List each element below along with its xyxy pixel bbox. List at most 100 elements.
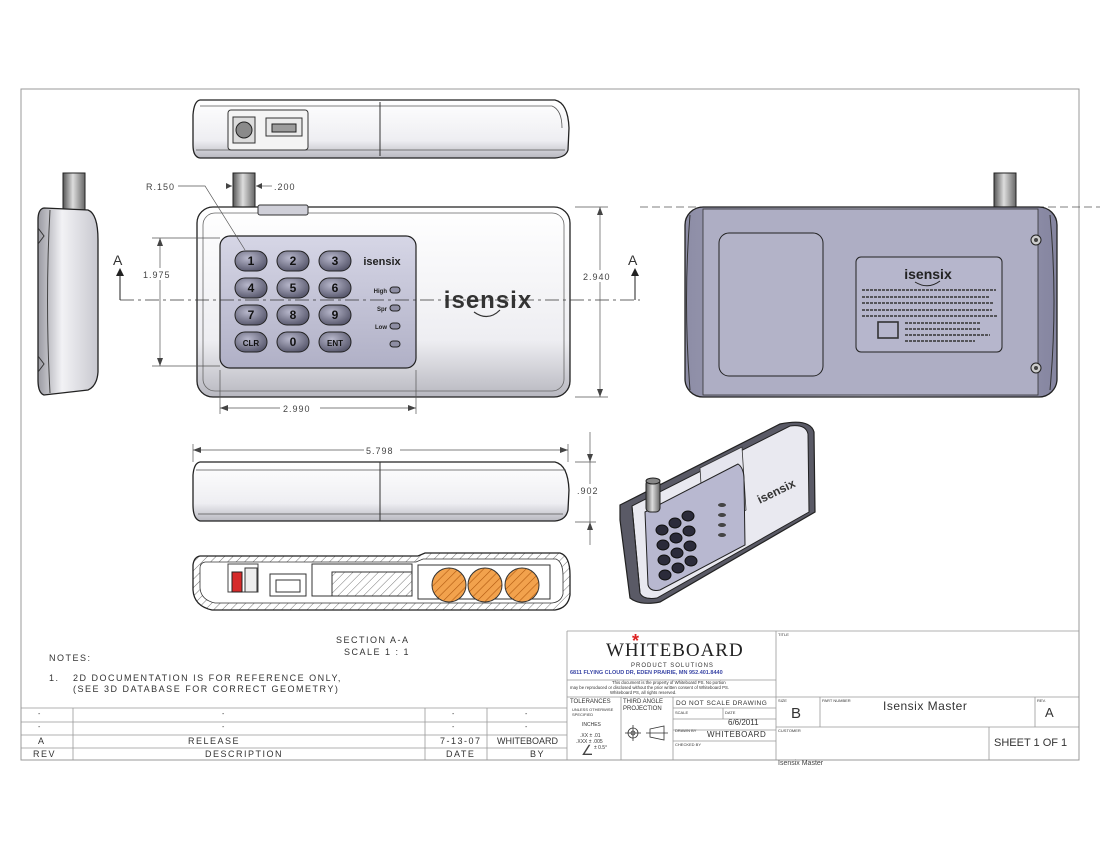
section-line	[116, 268, 640, 301]
notes-heading: NOTES:	[49, 653, 92, 663]
desc-cell-2: -	[222, 724, 225, 731]
indicator-led: Low	[375, 322, 401, 331]
keypad-key-0: 0	[276, 331, 310, 353]
property-notice-1: This document is the property of Whitebo…	[612, 680, 726, 685]
section-marker-right: A	[628, 252, 638, 268]
certification-mark	[877, 321, 899, 339]
tolerances-sub: UNLESS OTHERWISE SPECIFIED	[572, 707, 614, 717]
keypad-key-label: 6	[332, 281, 339, 295]
customer-label: CUSTOMER	[778, 728, 801, 733]
keypad-key-label: CLR	[243, 339, 260, 348]
keypad-key-2: 2	[276, 250, 310, 272]
isometric-led	[718, 503, 726, 507]
dim-overall-length: 5.798	[366, 446, 394, 456]
sheet-number: SHEET 1 OF 1	[994, 737, 1068, 749]
isometric-key	[669, 532, 683, 544]
inches-label: INCHES	[582, 722, 601, 728]
size-value: B	[791, 705, 802, 722]
bottom-view	[192, 461, 570, 522]
isometric-key	[681, 510, 695, 522]
keypad-key-label: 8	[290, 308, 297, 322]
whiteboard-logo-mark: *	[632, 631, 639, 651]
desc-cell-1: -	[222, 711, 225, 718]
tolerance-xx: .XX ± .01	[580, 733, 601, 739]
drawing-border	[20, 88, 1080, 761]
keypad-key-5: 5	[276, 277, 310, 299]
tolerance-angle-mark: ∠	[581, 742, 594, 758]
by-cell-1: -	[525, 711, 528, 718]
projection-label: THIRD ANGLE PROJECTION	[623, 699, 664, 712]
date-value: 6/6/2011	[728, 718, 759, 727]
keypad-key-label: 1	[248, 254, 255, 268]
drawn-by-value: WHITEBOARD	[707, 730, 767, 739]
isometric-key	[655, 524, 669, 536]
isometric-key	[684, 555, 698, 567]
left-side-view	[37, 172, 99, 396]
isometric-led	[718, 533, 726, 537]
isometric-keypad	[655, 503, 726, 581]
tolerances-label: TOLERANCES	[570, 699, 611, 705]
isometric-key	[658, 569, 672, 581]
rev-cell-1: -	[38, 711, 41, 718]
title-label: TITLE	[778, 632, 789, 637]
keypad-key-9: 9	[318, 304, 352, 326]
dimension-values: R.150 .200 1.975 2.940 2.990 5.798 .902 …	[113, 180, 638, 496]
rev-label: REV.	[1037, 698, 1046, 703]
indicator-led: High	[374, 286, 401, 295]
back-label-brand: isensix	[904, 266, 952, 282]
isometric-led	[718, 523, 726, 527]
scale-label: SCALE	[675, 710, 689, 715]
do-not-scale-label: DO NOT SCALE DRAWING	[676, 700, 768, 707]
rev-cell-3: A	[38, 736, 46, 746]
isometric-view: isensix	[619, 421, 816, 604]
isometric-led	[718, 513, 726, 517]
part-number-value: Isensix Master	[883, 699, 968, 713]
keypad-key-clr: CLR	[234, 331, 268, 353]
by-cell-2: -	[525, 724, 528, 731]
isometric-key	[682, 525, 696, 537]
keypad-key-8: 8	[276, 304, 310, 326]
keypad-key-7: 7	[234, 304, 268, 326]
date-cell-2: -	[452, 724, 455, 731]
isometric-key	[656, 539, 670, 551]
section-view-title: SECTION A-A	[336, 635, 410, 645]
section-view-scale: SCALE 1 : 1	[344, 647, 411, 657]
drawn-by-label: DRAWN BY	[675, 728, 697, 733]
isometric-key	[671, 562, 685, 574]
keypad-key-label: 4	[248, 281, 255, 295]
indicator-label: Low	[375, 325, 387, 331]
third-angle-projection-symbol	[625, 725, 668, 741]
keypad-key-label: 5	[290, 281, 297, 295]
property-notice-2: may be reproduced or disclosed without t…	[570, 685, 730, 690]
svg-text:*: *	[632, 631, 639, 651]
date-header: DATE	[446, 749, 476, 759]
size-label: SIZE	[778, 698, 787, 703]
by-header: BY	[530, 749, 546, 759]
dim-radius: R.150	[146, 182, 175, 192]
svg-text:∠: ∠	[581, 742, 594, 758]
company-address: 6811 FLYING CLOUD DR, EDEN PRAIRIE, MN 9…	[570, 670, 723, 676]
keypad-key-label: 2	[290, 254, 297, 268]
front-brand-logo: isensix	[444, 287, 532, 314]
isometric-key	[683, 540, 697, 552]
desc-cell-3: RELEASE	[188, 736, 241, 746]
dim-body-height: 2.940	[583, 272, 611, 282]
logo-subtitle: PRODUCT SOLUTIONS	[631, 663, 714, 669]
indicator-label: Spr	[377, 307, 388, 313]
keypad-key-label: ENT	[327, 339, 343, 348]
keypad-key-label: 0	[290, 335, 297, 349]
top-view	[192, 99, 570, 159]
rev-value: A	[1045, 705, 1054, 720]
back-label-fine-print	[862, 289, 998, 342]
section-a-a-view	[192, 552, 571, 611]
tolerance-angle: ± 0.5°	[594, 745, 608, 751]
keypad-key-6: 6	[318, 277, 352, 299]
by-cell-3: WHITEBOARD	[497, 736, 559, 746]
keypad-brand-text: isensix	[363, 256, 401, 268]
keypad-key-label: 9	[332, 308, 339, 322]
keypad-key-label: 3	[332, 254, 339, 268]
